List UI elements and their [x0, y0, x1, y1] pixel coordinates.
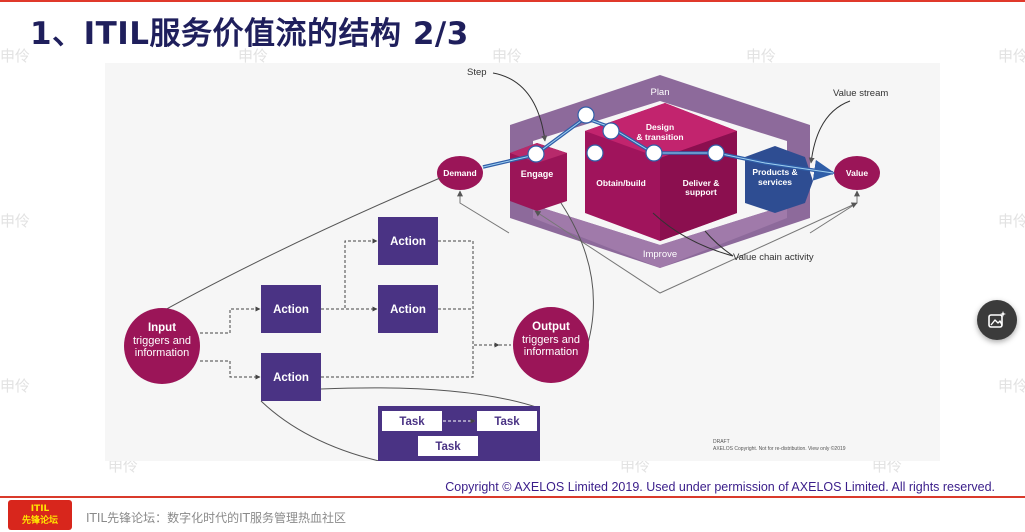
footer-bar [0, 498, 1025, 532]
value-label: Value [846, 168, 868, 178]
image-sparkle-button[interactable] [977, 300, 1017, 340]
step-callout: Step [467, 67, 487, 78]
watermark: 申伶 [0, 47, 31, 65]
input-line3: information [135, 347, 189, 359]
demand-return-line [457, 190, 510, 234]
watermark: 申伶 [998, 47, 1025, 65]
action-box [261, 353, 321, 401]
support-label: support [685, 187, 717, 197]
plan-label: Plan [650, 87, 669, 98]
step-node [645, 144, 663, 162]
products-label: Products & [752, 167, 797, 177]
improve-label: Improve [643, 249, 677, 260]
input-circle [124, 308, 200, 384]
action-label: Action [390, 304, 426, 316]
watermark: 申伶 [0, 377, 31, 395]
task-label: Task [435, 441, 461, 453]
slide-title: 1、ITIL服务价值流的结构 2/3 [30, 16, 469, 52]
input-title: Input [148, 322, 176, 334]
input-line2: triggers and [133, 335, 191, 347]
draft-copyright-note: AXELOS Copyright. Not for re-distributio… [713, 445, 846, 452]
value-chain-activity-callout: Value chain activity [733, 252, 814, 263]
improve-chevron [534, 202, 858, 294]
demand-label: Demand [443, 168, 477, 178]
vca-pointer-1 [652, 212, 734, 257]
zoom-line-engage [560, 202, 594, 354]
zoom-line-action-left [260, 400, 380, 461]
output-line2: triggers and [522, 334, 580, 346]
service-value-chain: Plan Improve Engage Design & transition … [437, 67, 888, 294]
action-box [378, 217, 438, 265]
value-stream-highlight [482, 117, 834, 174]
watermark: 申伶 [998, 377, 1025, 395]
value-stream-diagram: Plan Improve Engage Design & transition … [105, 63, 940, 461]
top-rule [0, 0, 1025, 2]
design-label: Design [646, 122, 674, 132]
watermark: 申伶 [0, 212, 31, 230]
deliver-label: Deliver & [683, 178, 720, 188]
step-node [707, 144, 725, 162]
task-box [477, 411, 537, 431]
draft-note: DRAFT [713, 439, 730, 445]
action-label: Action [273, 304, 309, 316]
bottom-rule [0, 496, 1025, 498]
value-stream-callout: Value stream [833, 88, 888, 99]
step-node [577, 106, 595, 124]
task-label: Task [399, 416, 425, 428]
improve-band [533, 205, 787, 268]
value-stream-detail: Input triggers and information Output tr… [124, 177, 846, 461]
action-box [378, 285, 438, 333]
flow-input-action4 [200, 360, 261, 380]
action-box [261, 285, 321, 333]
value-stream-callout-arrow [808, 100, 851, 164]
obtain-build-label: Obtain/build [596, 178, 646, 188]
watermark: 申伶 [998, 212, 1025, 230]
logo-line1: ITIL [30, 504, 50, 514]
step-node [586, 144, 604, 162]
action-label: Action [273, 372, 309, 384]
engage-cube [510, 143, 567, 211]
value-circle [834, 156, 880, 190]
zoom-line-action-right [320, 387, 540, 409]
output-title: Output [532, 321, 570, 333]
output-line3: information [524, 346, 578, 358]
footer-text: ITIL先锋论坛：数字化时代的IT服务管理热血社区 [86, 511, 346, 525]
output-circle [513, 307, 589, 383]
demand-circle [437, 156, 483, 190]
central-cube-top [585, 103, 737, 158]
image-sparkle-icon [988, 311, 1006, 328]
step-node [527, 145, 545, 163]
step-node [602, 122, 620, 140]
task-box [418, 436, 478, 456]
task-label: Task [494, 416, 520, 428]
transition-label: & transition [636, 132, 683, 142]
services-label: services [758, 177, 792, 187]
flow-action4-output [321, 342, 500, 378]
vca-pointer-2 [704, 230, 734, 257]
task-box [382, 411, 442, 431]
action-label: Action [390, 236, 426, 248]
copyright-notice: Copyright © AXELOS Limited 2019. Used un… [445, 480, 995, 494]
flow-input-action1 [200, 306, 261, 334]
engage-label: Engage [521, 169, 554, 179]
logo-line2: 先锋论坛 [21, 516, 58, 526]
step-callout-arrow [492, 72, 548, 142]
itil-forum-logo: ITIL 先锋论坛 [8, 500, 72, 530]
zoom-line-demand [144, 177, 441, 322]
